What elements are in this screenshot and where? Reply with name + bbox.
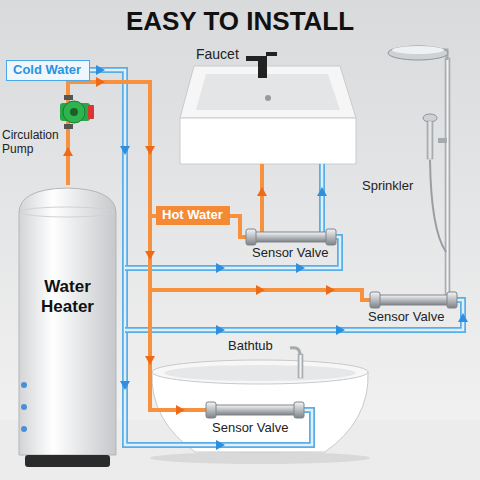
- flow-arrow: [216, 440, 225, 450]
- shower: [388, 46, 450, 298]
- cold-water-tag: Cold Water: [6, 60, 90, 81]
- cold-pipe-core: [321, 164, 324, 232]
- flow-arrow: [145, 356, 155, 365]
- title: EASY TO INSTALL: [0, 6, 480, 37]
- flow-arrow: [256, 285, 265, 295]
- fixture-label: Bathtub: [228, 338, 273, 353]
- flow-arrow: [120, 146, 130, 155]
- flow-arrow: [317, 187, 327, 196]
- cold-pipe: [319, 164, 325, 232]
- flow-arrow: [63, 147, 73, 156]
- flow-arrow: [216, 263, 225, 273]
- tank-text: Water Heater: [15, 277, 120, 317]
- tag-text: Hot Water: [162, 208, 224, 223]
- pipes: [60, 65, 468, 450]
- flow-arrow: [120, 381, 130, 390]
- water-heater-tank: Water Heater: [15, 185, 120, 470]
- flow-arrow: [216, 325, 225, 335]
- flow-arrow: [296, 263, 305, 273]
- valve-label: Sensor Valve: [252, 245, 328, 260]
- flow-arrow: [326, 285, 335, 295]
- fixture-label: Sprinkler: [362, 178, 413, 193]
- sensor-valve-bathtub: [206, 402, 304, 418]
- flow-arrow: [96, 77, 105, 87]
- flow-arrow: [176, 405, 185, 415]
- flow-arrow: [257, 187, 267, 196]
- hot-water-tag: Hot Water: [156, 206, 230, 225]
- flow-arrow: [458, 313, 468, 322]
- flow-arrow: [145, 251, 155, 260]
- tank-label: Water Heater: [28, 277, 108, 316]
- flow-arrow: [336, 325, 345, 335]
- circulation-pump: [60, 95, 94, 129]
- hot-pipe: [260, 164, 264, 232]
- fixture-label: Faucet: [196, 46, 239, 62]
- valve-label: Sensor Valve: [212, 420, 288, 435]
- flow-arrow: [96, 65, 105, 75]
- sink: [180, 52, 356, 164]
- valve-label: Sensor Valve: [368, 309, 444, 324]
- pump-label: Circulation Pump: [2, 128, 64, 156]
- tag-text: Cold Water: [13, 63, 83, 78]
- tank-outline: [15, 185, 120, 470]
- sensor-valve-shower: [370, 292, 457, 308]
- sensor-valve-sink: [246, 229, 336, 245]
- flow-arrow: [145, 146, 155, 155]
